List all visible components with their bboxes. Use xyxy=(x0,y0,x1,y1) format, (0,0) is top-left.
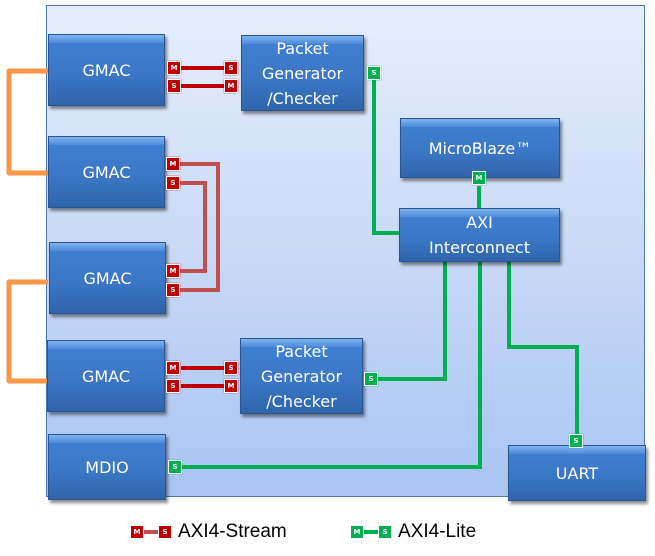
master-port: M xyxy=(472,171,486,185)
master-port: M xyxy=(167,61,181,75)
packet-generator-checker-1[interactable]: Packet Generator /Checker xyxy=(241,35,364,111)
axi-interconnect-block[interactable]: AXI Interconnect xyxy=(399,208,560,262)
slave-port: S xyxy=(224,361,238,375)
slave-port: S xyxy=(168,460,182,474)
microblaze-block[interactable]: MicroBlaze™ xyxy=(400,118,560,178)
master-port: M xyxy=(350,525,364,539)
slave-port: S xyxy=(224,61,238,75)
master-port: M xyxy=(166,361,180,375)
block-label: Packet Generator /Checker xyxy=(260,341,343,411)
uart-block[interactable]: UART xyxy=(508,445,646,501)
gmac-block-2[interactable]: GMAC xyxy=(48,136,165,208)
packet-generator-checker-2[interactable]: Packet Generator /Checker xyxy=(240,338,363,414)
block-label: MDIO xyxy=(85,457,129,477)
slave-port: S xyxy=(364,372,378,386)
slave-port: S xyxy=(166,379,180,393)
lite-link-pktgen2 xyxy=(378,262,447,381)
block-label: GMAC xyxy=(82,60,131,80)
gmac-block-1[interactable]: GMAC xyxy=(48,34,165,106)
slave-port: S xyxy=(569,434,583,448)
block-label: MicroBlaze™ xyxy=(428,138,532,158)
block-label: GMAC xyxy=(82,162,131,182)
legend-label: AXI4-Stream xyxy=(178,521,287,542)
master-port: M xyxy=(130,525,144,539)
mdio-block[interactable]: MDIO xyxy=(48,434,166,500)
block-label: GMAC xyxy=(81,366,131,386)
legend-label: AXI4-Lite xyxy=(398,521,477,542)
lite-link-pktgen1 xyxy=(372,80,402,235)
block-label: UART xyxy=(555,463,599,483)
legend-line xyxy=(364,530,378,534)
block-label: Packet Generator /Checker xyxy=(261,38,344,108)
phy-loopback-1-2 xyxy=(6,68,48,176)
master-port: M xyxy=(166,264,180,278)
gmac-block-3[interactable]: GMAC xyxy=(49,242,166,314)
stream-loop-link xyxy=(180,181,207,273)
slave-port: S xyxy=(166,283,180,297)
slave-port: S xyxy=(167,79,181,93)
lite-link-uart xyxy=(507,262,579,434)
stream-loop-link xyxy=(180,162,220,292)
block-label: GMAC xyxy=(83,268,132,288)
legend-axi4-lite: M S AXI4-Lite xyxy=(350,521,477,542)
slave-port: S xyxy=(378,525,392,539)
slave-port: S xyxy=(158,525,172,539)
phy-loopback-3-4 xyxy=(6,279,48,384)
slave-port: S xyxy=(367,66,381,80)
legend-line xyxy=(144,530,158,534)
gmac-block-4[interactable]: GMAC xyxy=(47,340,165,412)
lite-link-mdio xyxy=(182,262,482,469)
block-label: AXI Interconnect xyxy=(429,213,530,257)
master-port: M xyxy=(224,379,238,393)
master-port: M xyxy=(166,157,180,171)
master-port: M xyxy=(224,79,238,93)
legend-axi4-stream: M S AXI4-Stream xyxy=(130,521,287,542)
slave-port: S xyxy=(166,176,180,190)
